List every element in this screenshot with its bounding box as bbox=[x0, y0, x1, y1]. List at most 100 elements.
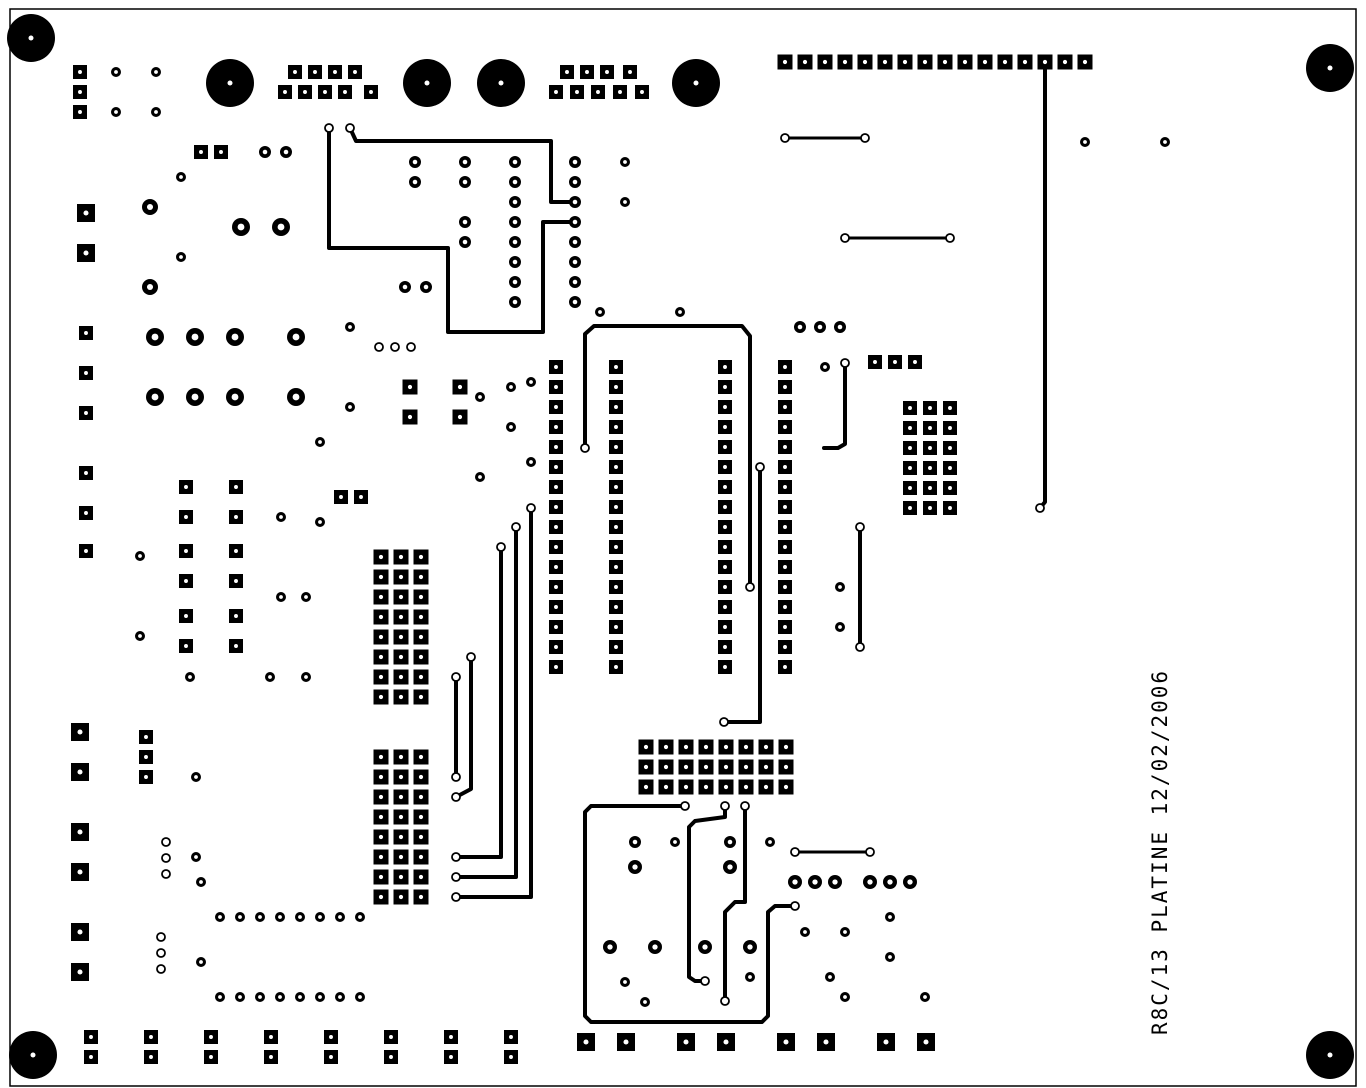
square-pad bbox=[718, 440, 732, 454]
round-pad bbox=[1080, 137, 1090, 147]
round-pad bbox=[315, 517, 325, 527]
mounting-hole bbox=[1306, 1031, 1354, 1079]
square-pad bbox=[609, 440, 623, 454]
square-pad bbox=[613, 85, 627, 99]
round-pad bbox=[255, 992, 265, 1002]
square-pad bbox=[857, 54, 873, 70]
square-pad bbox=[758, 759, 774, 775]
square-pad bbox=[373, 789, 389, 805]
round-pad bbox=[111, 67, 121, 77]
round-pad bbox=[509, 276, 521, 288]
square-pad bbox=[549, 500, 563, 514]
round-pad bbox=[151, 67, 161, 77]
square-pad bbox=[373, 809, 389, 825]
round-pad bbox=[509, 296, 521, 308]
square-pad bbox=[758, 779, 774, 795]
square-pad bbox=[549, 360, 563, 374]
via-pad bbox=[161, 869, 171, 879]
round-pad bbox=[569, 296, 581, 308]
square-pad bbox=[413, 649, 429, 665]
round-pad bbox=[814, 321, 826, 333]
square-pad bbox=[718, 660, 732, 674]
square-pad bbox=[549, 380, 563, 394]
square-pad bbox=[373, 649, 389, 665]
round-pad bbox=[670, 837, 680, 847]
thin-traces bbox=[783, 136, 952, 854]
round-pad bbox=[142, 279, 158, 295]
square-pad bbox=[393, 649, 409, 665]
round-pad bbox=[335, 992, 345, 1002]
square-pad bbox=[384, 1050, 398, 1064]
square-pad bbox=[609, 480, 623, 494]
square-pad bbox=[373, 629, 389, 645]
square-pad bbox=[413, 669, 429, 685]
round-pad bbox=[788, 875, 802, 889]
round-pad bbox=[475, 472, 485, 482]
via-pad bbox=[390, 342, 400, 352]
square-pad bbox=[229, 544, 243, 558]
trace bbox=[454, 655, 473, 799]
round-pad bbox=[275, 912, 285, 922]
square-pad bbox=[591, 85, 605, 99]
square-pad bbox=[1057, 54, 1073, 70]
square-pad bbox=[71, 823, 89, 841]
via-pad bbox=[466, 652, 476, 662]
via-pad bbox=[790, 847, 800, 857]
mounting-hole bbox=[7, 14, 55, 62]
square-pad bbox=[635, 85, 649, 99]
square-pad bbox=[334, 490, 348, 504]
square-pad bbox=[738, 739, 754, 755]
square-pad bbox=[609, 620, 623, 634]
round-pad bbox=[825, 972, 835, 982]
round-pad bbox=[820, 362, 830, 372]
square-pad bbox=[718, 640, 732, 654]
square-pad bbox=[698, 759, 714, 775]
round-pad bbox=[800, 927, 810, 937]
square-pad bbox=[79, 366, 93, 380]
round-pad bbox=[355, 912, 365, 922]
via-pad bbox=[161, 853, 171, 863]
round-pad bbox=[603, 940, 617, 954]
trace bbox=[687, 804, 727, 983]
via-pad bbox=[790, 901, 800, 911]
square-pad bbox=[617, 1033, 635, 1051]
square-pad bbox=[288, 65, 302, 79]
square-pad bbox=[549, 420, 563, 434]
round-pad bbox=[301, 592, 311, 602]
round-pad bbox=[215, 992, 225, 1002]
square-pad bbox=[549, 660, 563, 674]
square-pad bbox=[1077, 54, 1093, 70]
square-pad bbox=[609, 360, 623, 374]
round-pad bbox=[142, 199, 158, 215]
square-pad bbox=[623, 65, 637, 79]
square-pad bbox=[204, 1030, 218, 1044]
round-pad bbox=[135, 551, 145, 561]
square-pad bbox=[580, 65, 594, 79]
square-pad bbox=[139, 730, 153, 744]
square-pad bbox=[778, 420, 792, 434]
square-pad bbox=[324, 1050, 338, 1064]
trace bbox=[454, 525, 518, 879]
round-pad bbox=[509, 256, 521, 268]
square-pad bbox=[758, 739, 774, 755]
round-pad bbox=[176, 172, 186, 182]
via-pad bbox=[451, 872, 461, 882]
square-pad bbox=[364, 85, 378, 99]
square-pad bbox=[698, 779, 714, 795]
square-pad bbox=[144, 1030, 158, 1044]
square-pad bbox=[229, 574, 243, 588]
square-pad bbox=[778, 580, 792, 594]
square-pad bbox=[778, 520, 792, 534]
square-pad bbox=[393, 829, 409, 845]
round-pad bbox=[196, 957, 206, 967]
square-pad bbox=[678, 739, 694, 755]
round-pad bbox=[459, 176, 471, 188]
round-pad bbox=[315, 912, 325, 922]
square-pad bbox=[413, 809, 429, 825]
via-pad bbox=[855, 522, 865, 532]
square-pad bbox=[638, 739, 654, 755]
square-pad bbox=[504, 1050, 518, 1064]
square-pad bbox=[777, 54, 793, 70]
via-pad bbox=[345, 123, 355, 133]
square-pad bbox=[718, 520, 732, 534]
